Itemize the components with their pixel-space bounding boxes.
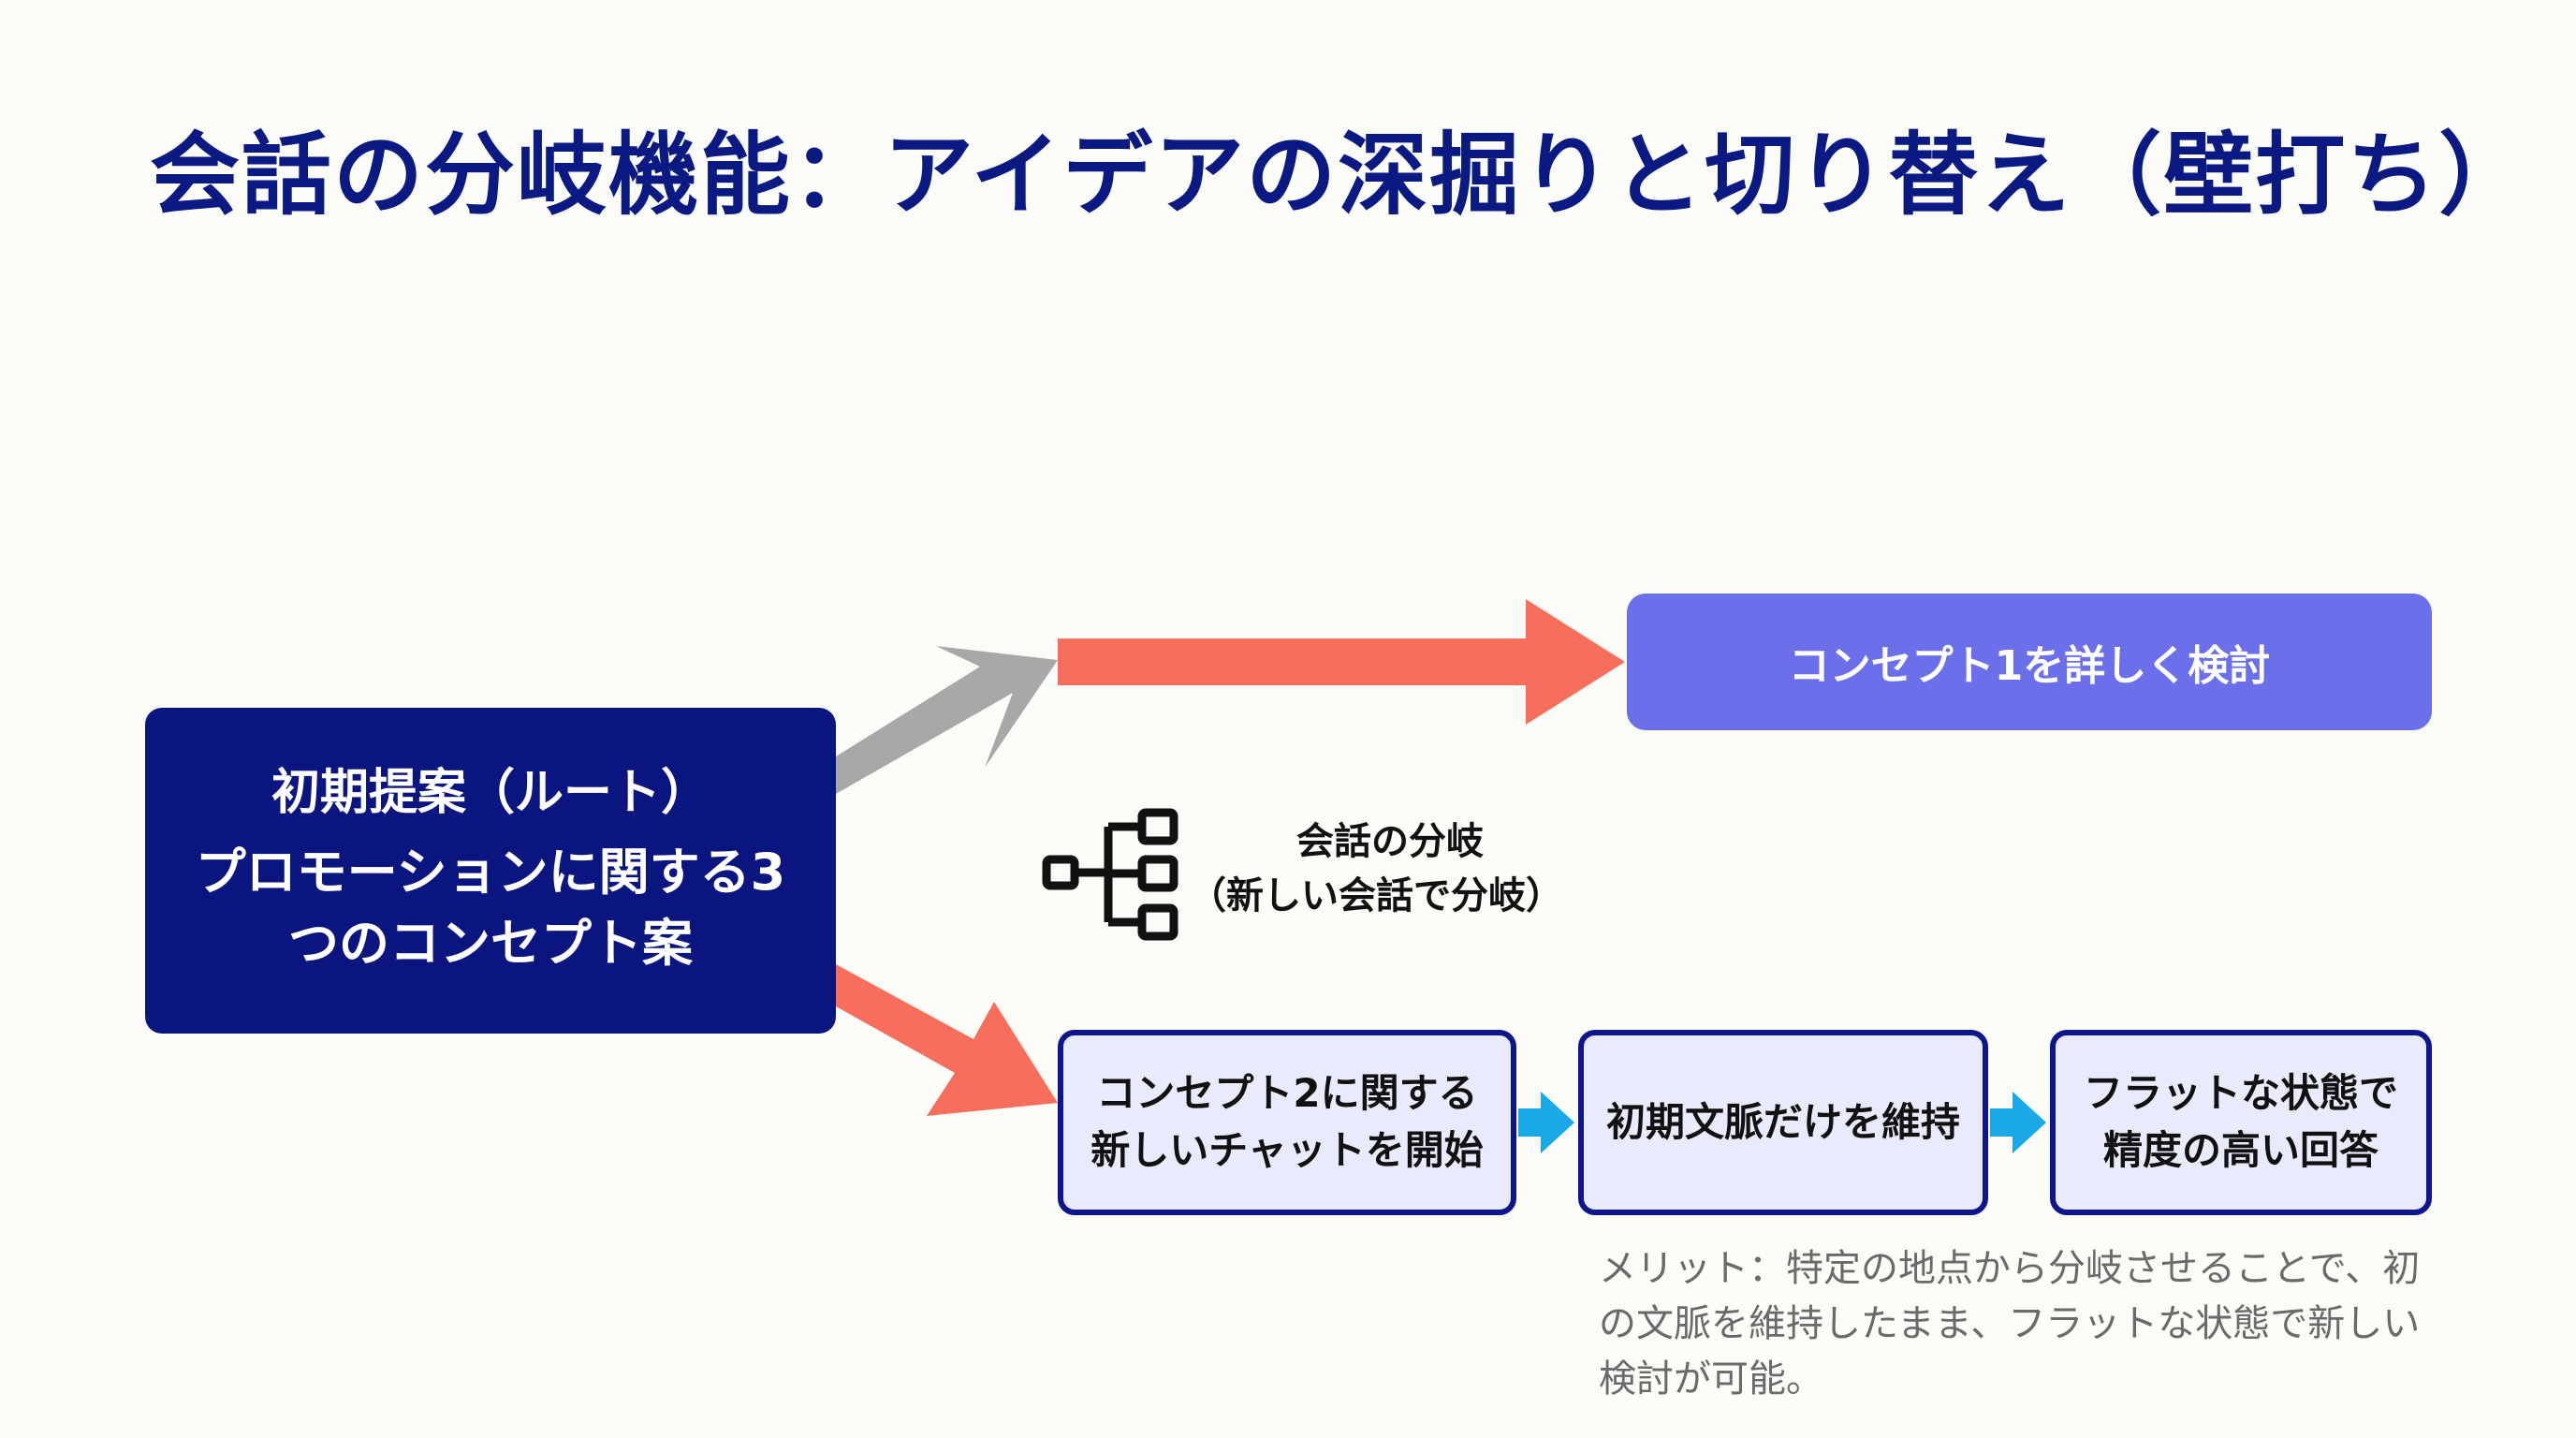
blue-arrow-2 — [1990, 1092, 2046, 1153]
branch-tree-icon — [1042, 808, 1178, 941]
blue-arrow-1 — [1518, 1092, 1574, 1153]
branch-label-line1: 会話の分岐 — [1296, 820, 1484, 863]
step-new-chat: コンセプト2に関する新しいチャットを開始 — [1058, 1030, 1516, 1215]
red-arrow-down — [836, 964, 1058, 1116]
gray-arrow-up — [836, 646, 1058, 794]
branch-label: 会話の分岐 （新しい会話で分岐） — [1189, 814, 1587, 923]
branch-label-line2: （新しい会話で分岐） — [1189, 874, 1563, 917]
root-title: 初期提案（ルート） — [271, 764, 710, 821]
step-accurate-answer: フラットな状態で精度の高い回答 — [2050, 1030, 2432, 1215]
step-keep-context: 初期文脈だけを維持 — [1578, 1030, 1988, 1215]
concept1-box: コンセプト1を詳しく検討 — [1627, 594, 2432, 730]
red-arrow-right — [1058, 599, 1625, 725]
root-proposal-box: 初期提案（ルート） プロモーションに関する3つのコンセプト案 — [145, 708, 836, 1034]
merit-note: メリット：特定の地点から分岐させることで、初の文脈を維持したまま、フラットな状態… — [1599, 1247, 2421, 1401]
root-subtitle: プロモーションに関する3つのコンセプト案 — [195, 842, 786, 973]
slide-title: 会話の分岐機能：アイデアの深掘りと切り替え（壁打ち） — [150, 123, 2531, 227]
